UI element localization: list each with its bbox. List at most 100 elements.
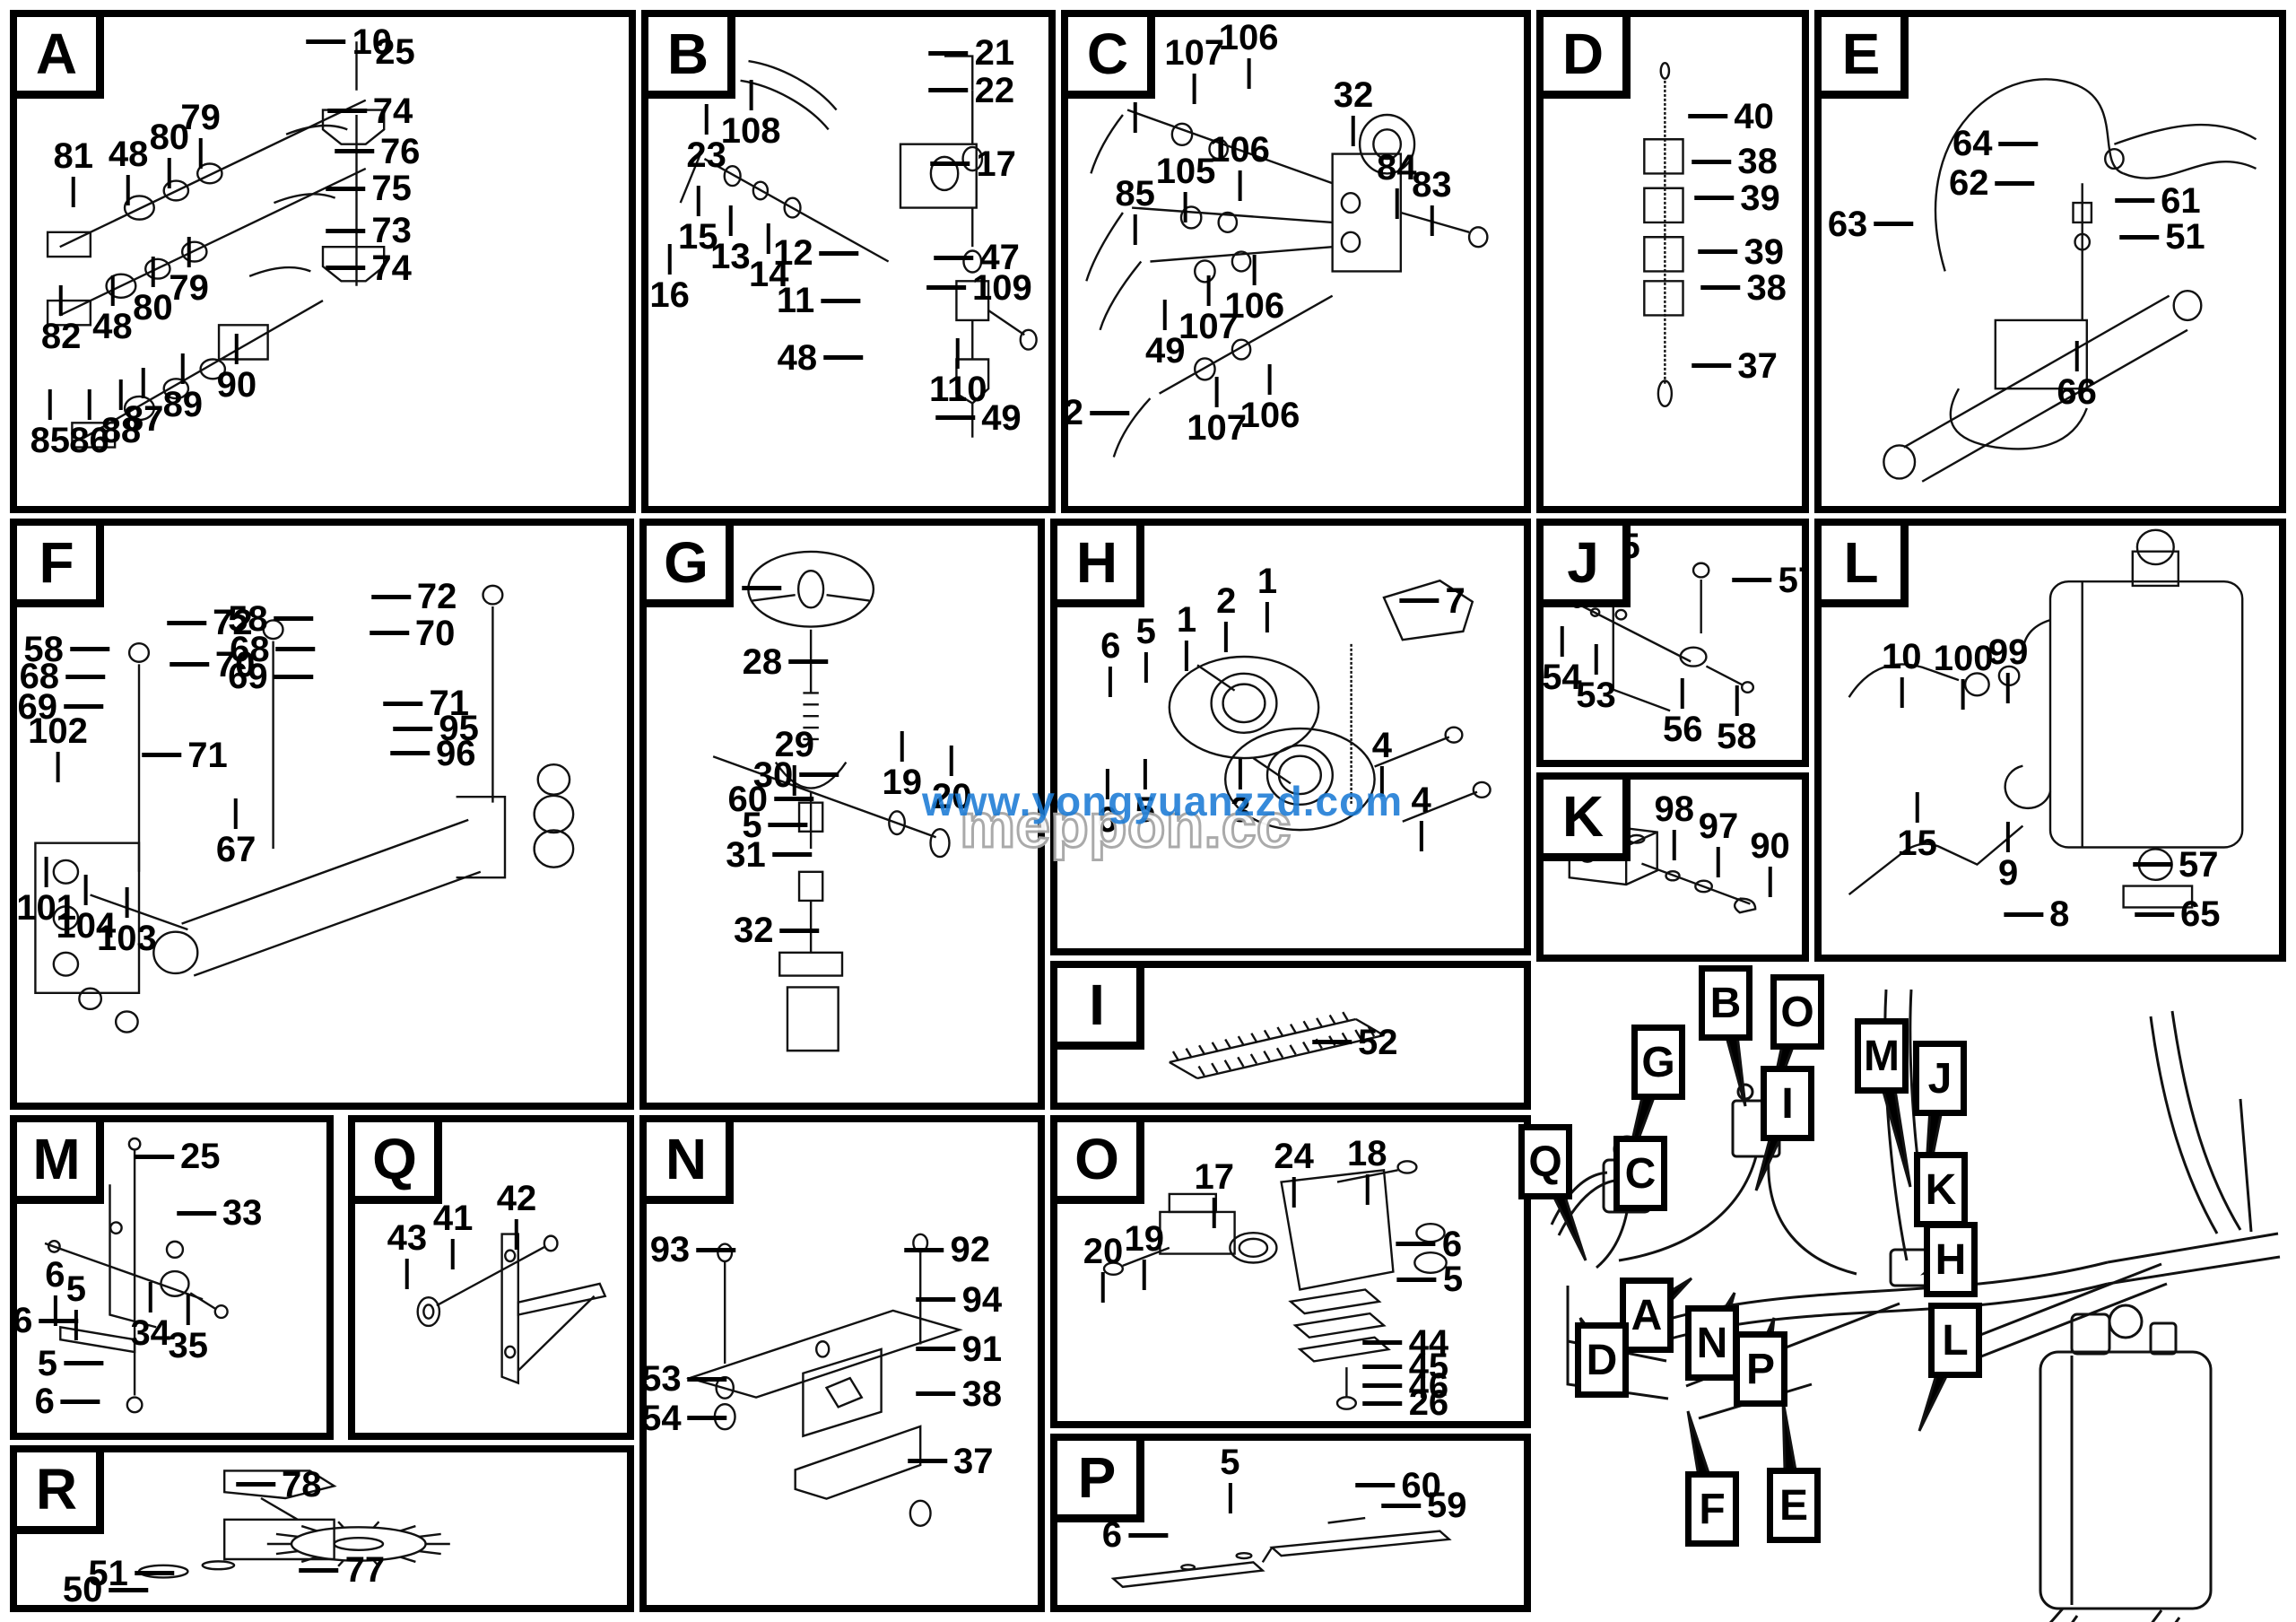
callout-j-54: 54 (1544, 625, 1582, 695)
panel-sketch-h (1057, 526, 1524, 948)
part-line-art (323, 110, 384, 144)
overview-label-l: L (1928, 1303, 1982, 1378)
part-line-art (2108, 1257, 2280, 1284)
part-line-art (1277, 1027, 1283, 1037)
callout-a-79: 79 (169, 236, 209, 306)
callout-number: 68 (19, 657, 60, 697)
leader-line (1352, 115, 1355, 146)
part-line-art (798, 571, 823, 607)
part-line-art (116, 1011, 137, 1032)
leader-line (234, 334, 239, 365)
leader-line (928, 50, 969, 56)
callout-c-107: 107 (1178, 275, 1239, 344)
callout-number: 74 (372, 91, 413, 131)
leader-line (1239, 758, 1243, 789)
callout-number: 32 (1333, 74, 1374, 115)
callout-b-49: 49 (935, 400, 1022, 436)
part-line-art (1238, 1057, 1243, 1067)
callout-number: 97 (1698, 807, 1739, 847)
callout-a-89: 89 (163, 353, 203, 423)
part-line-art (48, 301, 91, 325)
leader-line (1265, 602, 1269, 633)
part-line-art (276, 1551, 299, 1554)
part-line-art (1644, 281, 1683, 315)
part-line-art (518, 1296, 595, 1371)
callout-number: 38 (961, 1373, 1003, 1414)
leader-line (326, 109, 367, 114)
callout-o-5: 5 (1396, 1261, 1463, 1297)
callout-r-78: 78 (235, 1467, 321, 1503)
callout-r-50: 50 (63, 1572, 149, 1605)
leader-line (687, 1416, 727, 1421)
part-line-art (79, 989, 100, 1009)
leader-line (908, 1459, 948, 1464)
callout-m-5: 5 (66, 1271, 86, 1341)
callout-number: 7 (1445, 580, 1465, 621)
callout-number: 20 (1083, 1231, 1124, 1271)
part-line-art (704, 159, 888, 261)
leader-line (1698, 249, 1738, 255)
part-line-art (752, 595, 796, 600)
callout-a-81: 81 (53, 138, 93, 207)
part-line-art (164, 181, 188, 201)
leader-line (39, 1318, 79, 1323)
callout-o-44: 44 (1362, 1325, 1448, 1361)
panel-letter-n: N (647, 1122, 734, 1204)
panel-letter-a: A (17, 17, 104, 99)
part-line-art (338, 1522, 344, 1528)
part-line-art (1195, 358, 1214, 379)
part-line-art (1253, 758, 1291, 783)
callout-number: 48 (92, 306, 133, 346)
part-line-art (1291, 1289, 1379, 1313)
part-line-art (1123, 1248, 1170, 1266)
overview-label-j: J (1913, 1041, 1967, 1116)
callout-number: 95 (439, 709, 479, 749)
leader-line (2135, 911, 2175, 917)
part-line-art (1474, 782, 1491, 798)
callout-i-52: 52 (1312, 1025, 1398, 1060)
part-line-art (1304, 1021, 1309, 1031)
callout-p-59: 59 (1380, 1487, 1466, 1523)
leader-line (118, 379, 123, 410)
callout-b-11: 11 (777, 283, 861, 318)
callout-c-85: 85 (1115, 174, 1155, 246)
part-line-art (45, 1243, 203, 1299)
overview-label-h: H (1924, 1222, 1978, 1297)
leader-line (65, 674, 106, 679)
part-line-art (335, 1538, 383, 1550)
part-line-art (681, 154, 700, 204)
callout-number: 110 (928, 370, 987, 410)
part-line-art (749, 61, 837, 110)
callout-b-13: 13 (710, 205, 751, 275)
part-line-art (1113, 1562, 1262, 1586)
callout-number: 53 (641, 1359, 682, 1400)
part-line-art (48, 232, 91, 257)
callout-g-29: 29 (775, 727, 814, 797)
part-line-art (1955, 1264, 2161, 1345)
part-line-art (779, 953, 842, 976)
part-line-art (535, 831, 574, 868)
part-line-art (1197, 665, 1235, 690)
part-line-art (483, 586, 503, 605)
part-line-art (1237, 1553, 1252, 1558)
leader-line (87, 388, 91, 420)
leader-line (64, 704, 104, 710)
callout-f-71: 71 (383, 685, 469, 721)
overview-label-o: O (1770, 974, 1824, 1050)
part-line-art (535, 796, 574, 833)
callout-n-54: 54 (647, 1400, 727, 1436)
part-line-art (301, 1557, 317, 1562)
part-line-art (197, 164, 222, 184)
part-line-art (301, 1526, 317, 1530)
leader-line (451, 1239, 456, 1270)
callout-number: 17 (976, 144, 1016, 184)
callout-number: 85 (1115, 174, 1155, 214)
part-line-art (502, 1234, 518, 1383)
part-line-art (91, 895, 188, 930)
part-line-art (931, 829, 950, 857)
callout-number: 64 (1952, 124, 1993, 164)
part-line-art (1232, 252, 1250, 272)
